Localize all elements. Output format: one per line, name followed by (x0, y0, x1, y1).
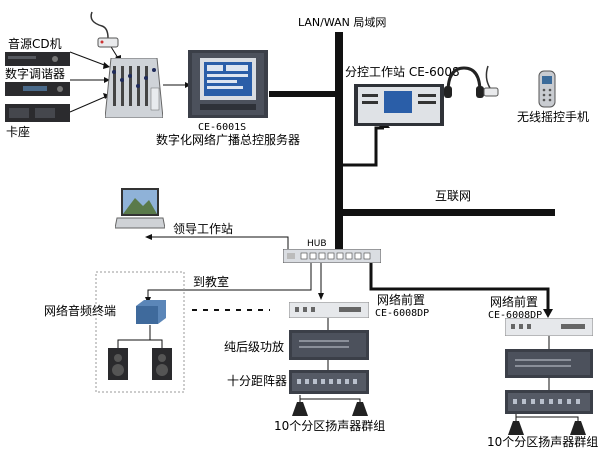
internet-label: 互联网 (435, 189, 472, 203)
audio-mixer-device (105, 58, 163, 118)
cd-player-label: 音源CD机 (8, 37, 62, 51)
server-name-label: 数字化网络广播总控服务器 (156, 133, 301, 147)
zone-matrix-device (289, 370, 369, 394)
front-center-2-model: CE-6008DP (488, 310, 543, 321)
wireless-remote-label: 无线摇控手机 (517, 110, 590, 124)
speaker-group-1-label: 10个分区扬声器群组 (274, 419, 386, 433)
lan-wan-label: LAN/WAN 局域网 (298, 16, 387, 29)
front-center-1-device (289, 302, 369, 318)
front-center-2-device (505, 318, 593, 336)
speaker-group-1-horn-left (292, 402, 308, 416)
speaker-group-2-label: 10个分区扬声器群组 (487, 435, 599, 449)
gooseneck-microphone (90, 11, 119, 48)
substation-device (354, 84, 444, 126)
headset-and-mic (444, 65, 499, 98)
classroom-speaker-left (108, 348, 128, 380)
speaker-group-2-horn-right (570, 421, 586, 435)
post-amp-device (289, 330, 369, 360)
tuner-label: 数字调谐器 (5, 67, 66, 81)
cassette-label: 卡座 (6, 125, 31, 139)
hub-device (283, 249, 381, 263)
internet-line (339, 209, 555, 216)
lan-backbone (335, 32, 343, 258)
cd-to-mixer (69, 51, 108, 67)
cassette-deck-device (5, 104, 70, 122)
hub-to-terminal (147, 262, 312, 300)
net-audio-terminal-device (136, 300, 166, 324)
main-server-device (188, 50, 268, 118)
leader-ws-label: 领导工作站 (173, 222, 234, 236)
cassette-to-mixer (69, 95, 108, 113)
cd-player-device (5, 52, 70, 66)
hub-label: HUB (307, 239, 327, 249)
classroom-speaker-right (152, 348, 172, 380)
hub-to-front-2 (369, 262, 550, 311)
zone-matrix-label: 十分距阵器 (227, 374, 288, 388)
substation-label: 分控工作站 CE-6008 (345, 65, 460, 79)
front-center-1-model: CE-6008DP (375, 308, 430, 319)
substation-link (341, 126, 384, 167)
front-center-1-label: 网络前置 (377, 293, 426, 307)
front-center-2-label: 网络前置 (490, 295, 539, 309)
hub-to-leader (150, 236, 289, 250)
classroom-box (95, 271, 185, 393)
server-lan-link (269, 91, 337, 97)
net-audio-terminal-label: 网络音频终端 (44, 304, 117, 318)
leader-laptop-device (115, 188, 165, 229)
speaker-group-1-horn-right (352, 402, 368, 416)
server-model-label: CE-6001S (198, 122, 247, 133)
post-amp-2-device (505, 349, 593, 378)
zone-matrix-2-device (505, 390, 593, 414)
tuner-device (5, 82, 70, 96)
post-amp-label: 纯后级功放 (224, 340, 285, 354)
wireless-remote-device (538, 70, 556, 108)
speaker-group-2-horn-left (508, 421, 524, 435)
to-classroom-label: 到教室 (193, 275, 230, 289)
